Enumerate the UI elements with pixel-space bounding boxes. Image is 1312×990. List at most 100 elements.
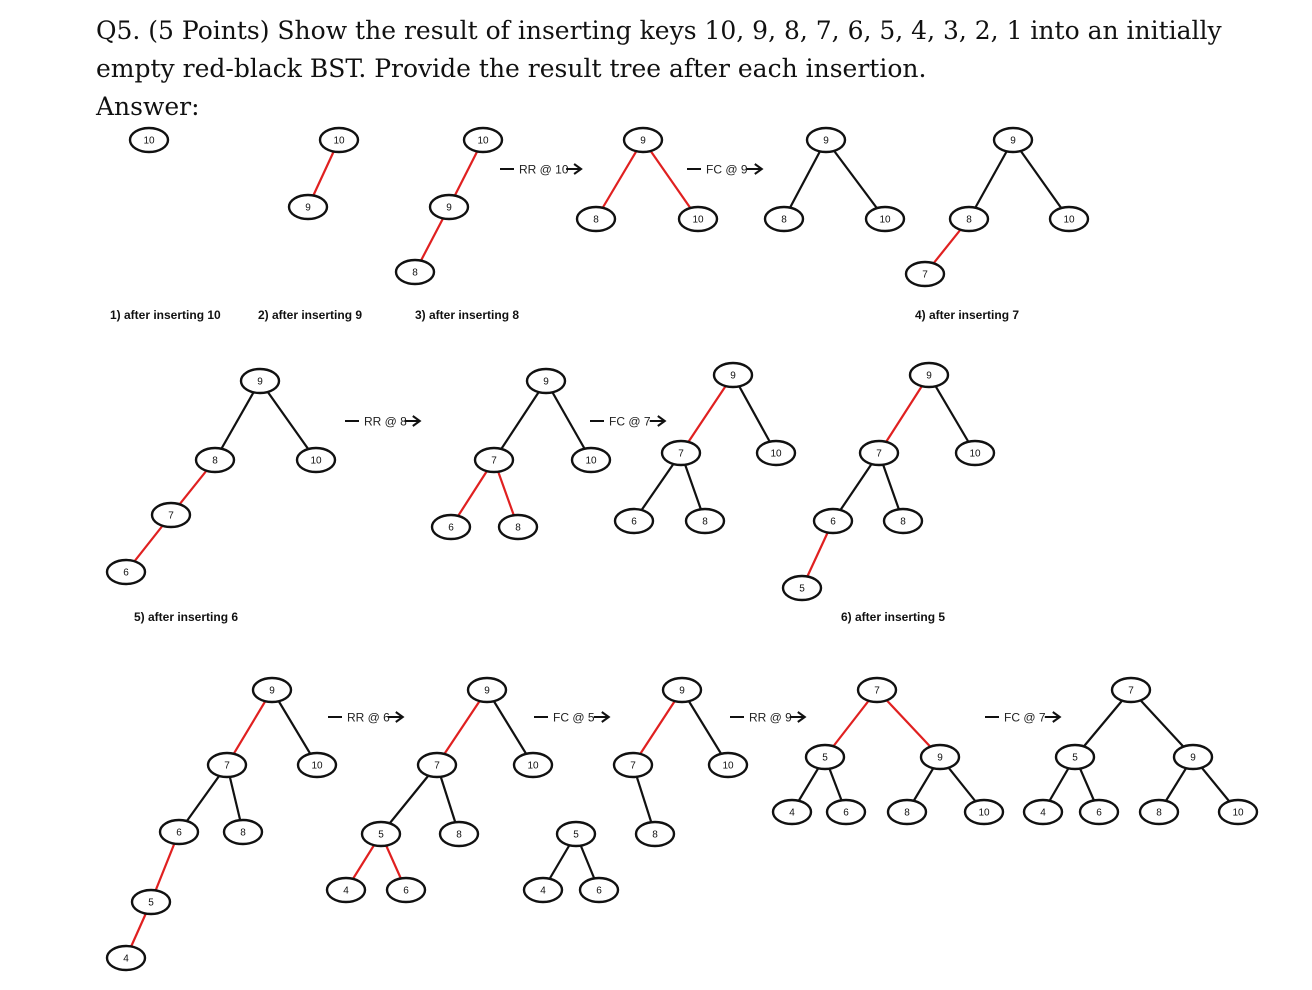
tree-node-circle — [466, 676, 508, 704]
tree-node-key: 6 — [123, 568, 129, 579]
tree-node: 8 — [684, 507, 726, 535]
tree-node: 6 — [1078, 798, 1120, 826]
tree-node-circle — [805, 126, 847, 154]
operation-label: RR @ 10 — [519, 163, 569, 177]
tree-node-circle — [755, 439, 797, 467]
tree-node: 6 — [578, 876, 620, 904]
tree-node-key: 10 — [1232, 808, 1244, 819]
tree-node-key: 10 — [879, 215, 891, 226]
tree-edge-red — [595, 139, 644, 220]
tree-node-circle — [128, 126, 170, 154]
tree-node-circle — [684, 507, 726, 535]
operation-label: FC @ 5 — [553, 711, 595, 725]
tree-node-circle — [570, 446, 612, 474]
arrow-right-icon — [754, 163, 764, 175]
tree-node: 8 — [763, 205, 805, 233]
tree-node: 8 — [1138, 798, 1180, 826]
arrow-right-icon — [657, 415, 667, 427]
tree-node: 9 — [805, 126, 847, 154]
tree-node: 10 — [296, 751, 338, 779]
tree-node-key: 8 — [904, 808, 910, 819]
tree-node: 6 — [105, 558, 147, 586]
tree-node: 8 — [948, 205, 990, 233]
tree-node-key: 4 — [123, 954, 129, 965]
tree-node-circle — [1217, 798, 1259, 826]
tree-node-key: 10 — [477, 136, 489, 147]
tree-node-key: 7 — [168, 511, 174, 522]
tree-node-key: 8 — [593, 215, 599, 226]
tree-node-circle — [677, 205, 719, 233]
tree-node: 10 — [570, 446, 612, 474]
tree-node-key: 9 — [937, 753, 943, 764]
tree-node-key: 10 — [969, 449, 981, 460]
tree-node: 7 — [612, 751, 654, 779]
operation-arrow: RR @ 9 — [730, 711, 807, 725]
tree-node: 10 — [512, 751, 554, 779]
tree-node-key: 7 — [630, 761, 636, 772]
tree-node: 4 — [325, 876, 367, 904]
tree-node: 9 — [466, 676, 508, 704]
tree-node-circle — [497, 513, 539, 541]
tree-node-circle — [239, 367, 281, 395]
tree-node: 9 — [919, 743, 961, 771]
tree-node-key: 10 — [143, 136, 155, 147]
tree-node-circle — [1110, 676, 1152, 704]
tree-node-key: 7 — [678, 449, 684, 460]
tree-node-key: 6 — [1096, 808, 1102, 819]
operation-arrow: FC @ 7 — [985, 711, 1062, 725]
tree-node: 7 — [206, 751, 248, 779]
tree-node-key: 8 — [456, 830, 462, 841]
tree-node: 8 — [634, 820, 676, 848]
tree-node-key: 9 — [926, 371, 932, 382]
operation-label: RR @ 8 — [364, 415, 407, 429]
tree-node-key: 9 — [1190, 753, 1196, 764]
arrow-right-icon — [1052, 711, 1062, 723]
tree-node-circle — [771, 798, 813, 826]
tree-node: 7 — [1110, 676, 1152, 704]
step-caption: 5) after inserting 6 — [134, 610, 238, 624]
tree-node-circle — [781, 574, 823, 602]
operation-label: RR @ 6 — [347, 711, 390, 725]
tree-node: 10 — [707, 751, 749, 779]
tree-node: 6 — [812, 507, 854, 535]
tree-edge-black — [259, 380, 317, 461]
tree-node-circle — [812, 507, 854, 535]
tree-node-key: 10 — [585, 456, 597, 467]
tree-node-key: 8 — [412, 268, 418, 279]
tree-edge-black — [214, 380, 261, 461]
tree-node-key: 7 — [224, 761, 230, 772]
tree-node: 5 — [1054, 743, 1096, 771]
operation-label: FC @ 9 — [706, 163, 748, 177]
tree-node-key: 8 — [515, 523, 521, 534]
tree-node-circle — [1054, 743, 1096, 771]
tree-node-key: 8 — [702, 517, 708, 528]
operation-arrow: FC @ 7 — [590, 415, 667, 429]
tree-node-circle — [325, 876, 367, 904]
tree-edge-red — [680, 374, 734, 454]
tree-node-circle — [804, 743, 846, 771]
tree-node-circle — [105, 558, 147, 586]
tree-node-circle — [394, 258, 436, 286]
tree-node-circle — [707, 751, 749, 779]
tree-node: 7 — [416, 751, 458, 779]
tree-node: 8 — [194, 446, 236, 474]
tree-node-circle — [360, 820, 402, 848]
tree-node-key: 10 — [311, 761, 323, 772]
tree-node: 8 — [882, 507, 924, 535]
tree-node: 9 — [661, 676, 703, 704]
tree-node-circle — [206, 751, 248, 779]
tree-node: 6 — [430, 513, 472, 541]
tree-node: 9 — [622, 126, 664, 154]
tree-node-circle — [130, 888, 172, 916]
tree-node-circle — [954, 439, 996, 467]
tree-node: 9 — [525, 367, 567, 395]
operation-arrow: FC @ 9 — [687, 163, 764, 177]
tree-node: 5 — [360, 820, 402, 848]
tree-node-key: 7 — [491, 456, 497, 467]
tree-node-key: 10 — [527, 761, 539, 772]
tree-node: 6 — [158, 818, 200, 846]
tree-node-circle — [712, 361, 754, 389]
tree-node-circle — [158, 818, 200, 846]
